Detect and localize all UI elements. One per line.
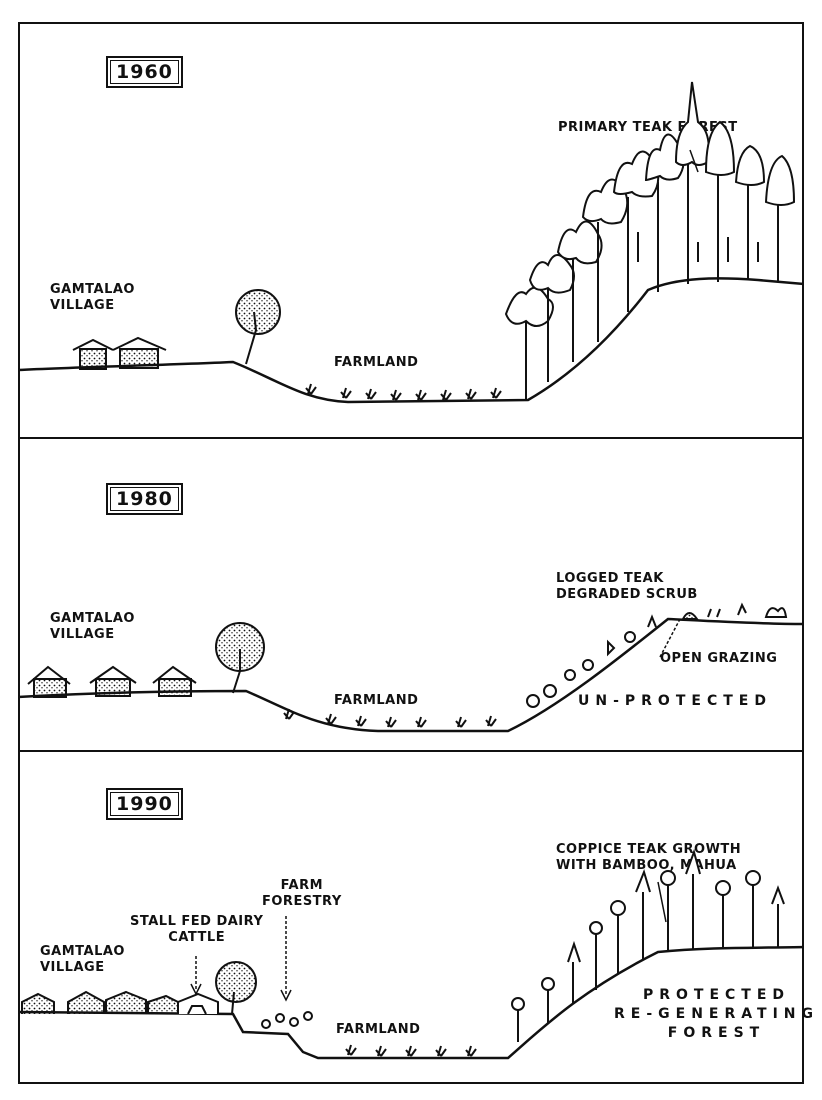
grazing-label-1980: OPEN GRAZING [660, 651, 778, 666]
year-label-1990: 1990 [106, 788, 183, 820]
farmland-label-1960: FARMLAND [334, 355, 419, 370]
degraded-scrub-1980 [526, 602, 788, 708]
village-tree-1990 [215, 961, 257, 1015]
village-huts-1980 [27, 665, 197, 698]
landscape-1990 [18, 848, 804, 1060]
village-label-1980: GAMTALAO VILLAGE [50, 611, 135, 642]
panel-1990: 1990 GAMTALAO VILLAGE STALL FED DAIRY CA… [18, 752, 813, 1084]
crops-1960 [305, 383, 502, 401]
panel-1980: 1980 GAMTALAO VILLAGE FARMLAND LOGGED TE… [18, 439, 804, 752]
ground-line-1980 [18, 617, 804, 733]
farmland-label-1980: FARMLAND [334, 693, 419, 708]
farm-forestry-label-1990: FARM FORESTRY [262, 878, 342, 909]
village-tree-1980 [215, 622, 265, 694]
grazing-leader-1980 [659, 618, 681, 658]
forest-label-1990: COPPICE TEAK GROWTH WITH BAMBOO, MAHUA [556, 842, 742, 873]
year-label-1980: 1980 [106, 483, 183, 515]
village-tree-1960 [235, 289, 281, 365]
landscape-1980 [18, 602, 804, 733]
dairy-label-1990: STALL FED DAIRY CATTLE [130, 914, 264, 945]
status-label-1990: PROTECTED RE-GENERATING FOREST [614, 987, 819, 1041]
figure-frame [18, 22, 804, 1084]
village-huts-1990 [21, 990, 183, 1014]
farm-forestry-plants-1990 [261, 1011, 313, 1029]
farmland-label-1990: FARMLAND [336, 1022, 421, 1037]
village-huts-1960 [72, 336, 167, 370]
coppice-teak-growth-1990 [511, 848, 785, 1042]
forest-label-leader-1990 [657, 881, 667, 923]
farm-forestry-arrowhead-1990 [280, 989, 292, 1002]
ground-line-1960 [18, 277, 804, 404]
village-label-1960: GAMTALAO VILLAGE [50, 282, 135, 313]
cattle-shed-1990 [177, 992, 219, 1015]
status-label-1980: UN-PROTECTED [578, 693, 772, 709]
primary-teak-forest-1960 [504, 81, 796, 400]
dairy-arrowhead-1990 [190, 983, 202, 996]
village-label-1990: GAMTALAO VILLAGE [40, 944, 125, 975]
landscape-1960 [18, 81, 804, 404]
forest-label-leader-1960 [689, 149, 699, 173]
forest-label-1980: LOGGED TEAK DEGRADED SCRUB [556, 571, 698, 602]
crops-1980 [283, 708, 497, 728]
year-label-1960: 1960 [106, 56, 183, 88]
crops-1990 [345, 1044, 477, 1057]
panel-1960: 1960 GAMTALAO VILLAGE FARMLAND PRIMARY T… [18, 22, 804, 439]
